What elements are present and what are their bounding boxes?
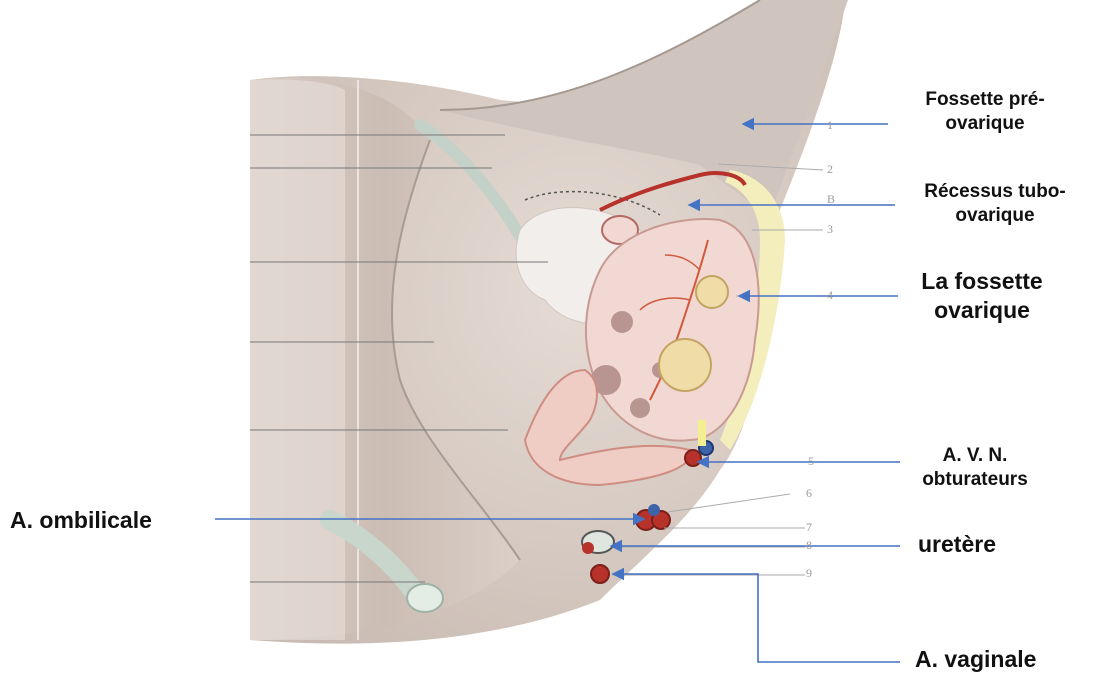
label-fossette-pre-ovarique: Fossette pré-ovarique: [895, 88, 1075, 137]
label-avn-obturateurs: A. V. N. obturateurs: [900, 444, 1050, 493]
vessel-vaginal: [591, 565, 609, 583]
label-vaginale: A. vaginale: [915, 645, 1095, 674]
number-4: 4: [827, 288, 833, 303]
label-fossette-ovarique: La fossette ovarique: [892, 267, 1072, 326]
number-1: 1: [827, 118, 833, 133]
label-recessus-tubo-ovarique: Récessus tubo-ovarique: [895, 180, 1095, 229]
number-5: 5: [808, 454, 814, 469]
number-2: 2: [827, 162, 833, 177]
number-8: 8: [806, 538, 812, 553]
number-7: 7: [806, 520, 812, 535]
number-6: 6: [806, 486, 812, 501]
number-3: 3: [827, 222, 833, 237]
arrow-vaginale: [614, 574, 900, 662]
label-uretere: uretère: [918, 530, 1078, 559]
number-9: 9: [806, 566, 812, 581]
label-ombilicale: A. ombilicale: [10, 506, 210, 535]
number-b: B: [827, 192, 835, 207]
ureter-cross-section: [582, 531, 614, 554]
